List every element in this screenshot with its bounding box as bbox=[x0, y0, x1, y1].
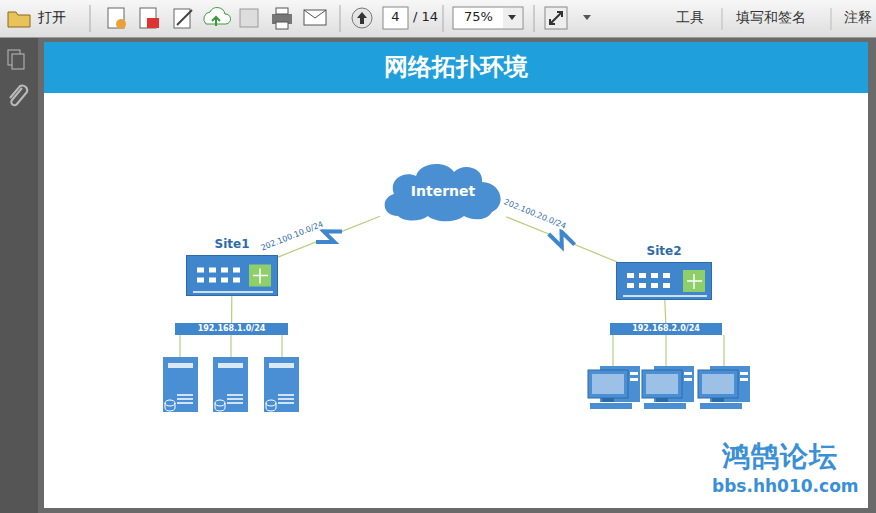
router-box: Site1 bbox=[186, 255, 278, 296]
sidebar-icons bbox=[0, 38, 40, 128]
wan-link-bolt bbox=[549, 232, 575, 247]
internet-cloud: Internet bbox=[380, 160, 506, 222]
sidebar bbox=[0, 38, 38, 513]
page-count: / 14 bbox=[413, 9, 438, 24]
link-line bbox=[231, 296, 232, 323]
menu-label: 打开 bbox=[38, 9, 66, 27]
subnet-label: 192.168.1.0/24 bbox=[198, 323, 266, 335]
slide-title: 网络拓扑环境 bbox=[44, 42, 868, 93]
menu-label: 工具 bbox=[676, 9, 704, 27]
wan-link-bolt bbox=[316, 231, 342, 242]
page-number: 4 bbox=[383, 9, 408, 24]
watermark-url: bbs.hh010.com bbox=[712, 476, 859, 496]
site-name: Site2 bbox=[617, 244, 711, 258]
router-ports bbox=[617, 263, 711, 299]
slide-page bbox=[44, 42, 868, 508]
menu-label: 填写和签名 bbox=[736, 9, 806, 27]
menu-label: 注释 bbox=[844, 9, 872, 27]
router-box: Site2 bbox=[616, 262, 712, 300]
router-ports bbox=[187, 256, 277, 295]
lan-segment-bar: 192.168.2.0/24 bbox=[610, 323, 722, 335]
cloud-label: Internet bbox=[411, 183, 475, 199]
lan-segment-bar: 192.168.1.0/24 bbox=[175, 323, 288, 335]
link-line bbox=[665, 300, 666, 323]
watermark: 鸿鹄论坛 bbox=[722, 438, 838, 476]
zoom-level: 75% bbox=[456, 9, 501, 24]
subnet-label: 192.168.2.0/24 bbox=[632, 323, 700, 335]
